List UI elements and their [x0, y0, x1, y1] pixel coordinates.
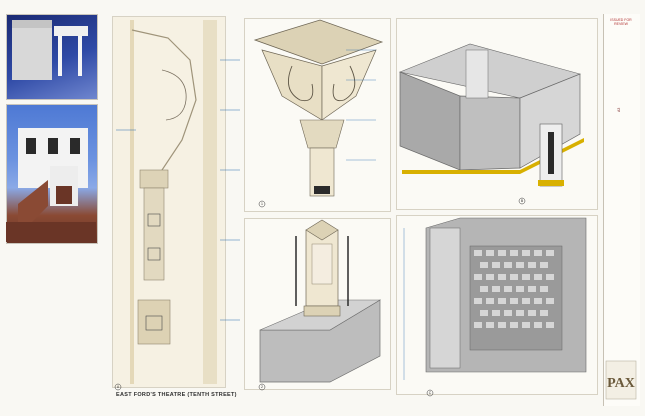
logo-text: PAX — [607, 376, 635, 391]
callout-A: A — [117, 385, 120, 389]
callout-1: 1 — [261, 202, 263, 206]
photo-bottom-content — [6, 128, 96, 242]
wall-art: B — [398, 43, 584, 205]
elevation-art — [116, 20, 240, 384]
brick-art: C — [403, 217, 587, 397]
sheet-title: EAST FORD'S THEATRE (TENTH STREET) — [116, 392, 237, 398]
corbel-art: 1 — [253, 19, 384, 208]
post-art: 2 — [258, 219, 382, 391]
callout-2: 2 — [261, 385, 263, 389]
callout-C: C — [429, 391, 432, 395]
firm-logo: PAX — [605, 360, 637, 400]
photo-top-content — [12, 20, 88, 80]
callout-B: B — [521, 199, 524, 203]
review-stamp: ISSUED FOR REVIEW — [610, 18, 632, 26]
title-block — [603, 14, 640, 406]
sheet-number-vertical: A3 — [617, 107, 621, 112]
